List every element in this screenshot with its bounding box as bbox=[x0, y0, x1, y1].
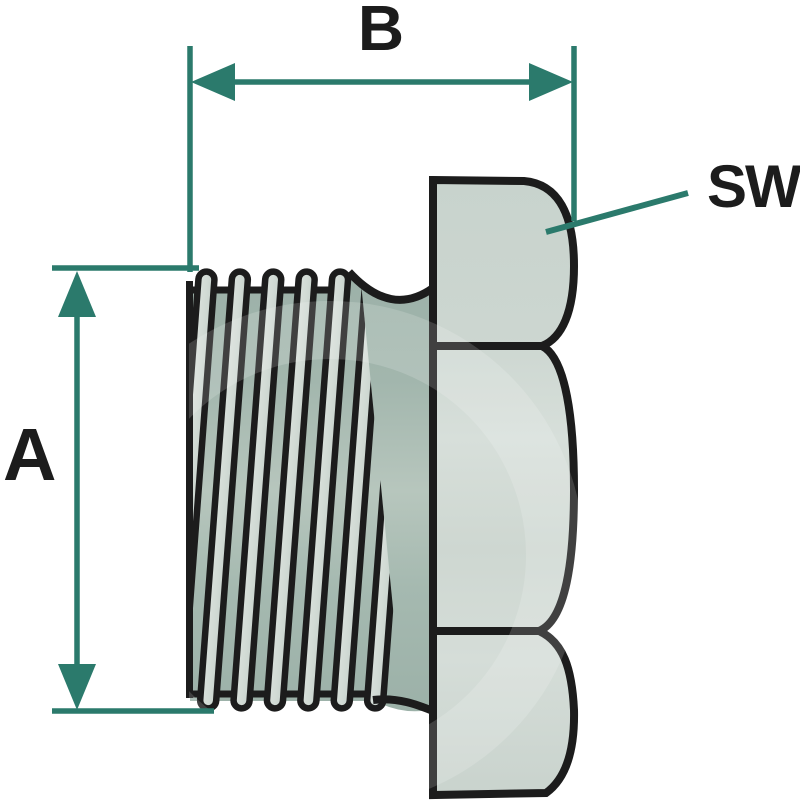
dimension-label-diameter: A bbox=[3, 413, 57, 496]
hex-head bbox=[429, 175, 579, 800]
sw-leader-line bbox=[545, 190, 689, 235]
a-arrowhead-top bbox=[58, 271, 96, 317]
thread-capsule bbox=[230, 268, 285, 712]
watermark-ring bbox=[189, 301, 584, 800]
dimension-label-wrench: SW bbox=[707, 153, 800, 220]
b-arrowhead-left bbox=[191, 63, 235, 101]
b-arrowhead-right bbox=[529, 63, 573, 101]
a-arrowhead-bottom bbox=[58, 664, 96, 710]
plug-body bbox=[186, 175, 584, 800]
shank-top-fillet bbox=[346, 269, 436, 304]
thread-capsule bbox=[297, 268, 352, 712]
thread-section bbox=[188, 268, 404, 712]
thread-capsule bbox=[263, 268, 318, 712]
dimension-annotations bbox=[52, 46, 689, 714]
dimension-label-length: B bbox=[357, 0, 405, 64]
